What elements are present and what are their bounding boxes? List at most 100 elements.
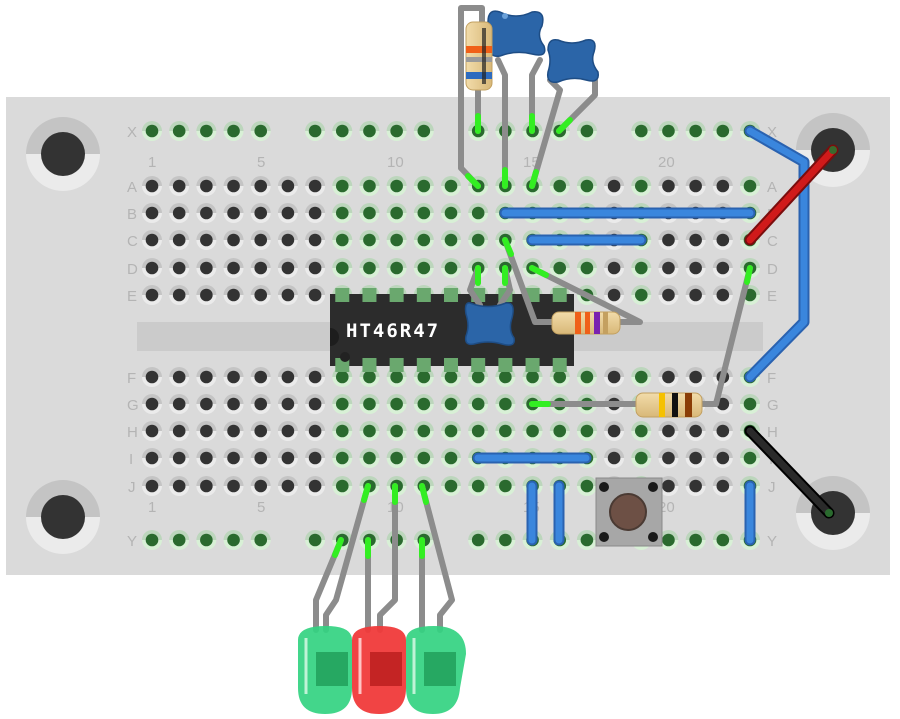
hole-i10[interactable]: [386, 448, 407, 468]
hole-d22[interactable]: [712, 258, 733, 278]
hole-a20[interactable]: [658, 176, 679, 196]
hole-a10[interactable]: [386, 176, 407, 196]
push-button[interactable]: [595, 477, 663, 547]
hole-f2[interactable]: [169, 367, 190, 387]
hole-y3[interactable]: [196, 530, 217, 550]
hole-h5[interactable]: [250, 421, 271, 441]
hole-c11[interactable]: [413, 230, 434, 250]
hole-b2[interactable]: [169, 203, 190, 223]
hole-a6[interactable]: [277, 176, 298, 196]
hole-i12[interactable]: [441, 448, 461, 468]
hole-h11[interactable]: [413, 421, 434, 441]
hole-f5[interactable]: [250, 367, 271, 387]
hole-a7[interactable]: [305, 176, 326, 196]
hole-c10[interactable]: [386, 230, 407, 250]
hole-d1[interactable]: [142, 258, 162, 278]
hole-j3[interactable]: [196, 476, 217, 496]
hole-h12[interactable]: [441, 421, 461, 441]
capacitor-top-1[interactable]: [487, 10, 546, 57]
hole-c20[interactable]: [658, 230, 679, 250]
hole-i23[interactable]: [740, 448, 760, 468]
hole-i11[interactable]: [413, 448, 434, 468]
hole-a21[interactable]: [685, 176, 706, 196]
hole-d17[interactable]: [576, 258, 597, 278]
hole-d18[interactable]: [604, 258, 625, 278]
hole-y21[interactable]: [685, 530, 706, 550]
hole-x17[interactable]: [576, 121, 597, 141]
hole-d8[interactable]: [332, 258, 353, 278]
hole-h14[interactable]: [495, 421, 516, 441]
hole-g7[interactable]: [305, 394, 326, 414]
hole-c4[interactable]: [223, 230, 244, 250]
hole-x2[interactable]: [169, 121, 190, 141]
hole-d9[interactable]: [359, 258, 380, 278]
hole-d6[interactable]: [277, 258, 298, 278]
hole-x3[interactable]: [196, 121, 217, 141]
hole-c12[interactable]: [441, 230, 461, 250]
hole-h10[interactable]: [386, 421, 407, 441]
hole-c9[interactable]: [359, 230, 380, 250]
hole-f19[interactable]: [631, 367, 652, 387]
hole-y20[interactable]: [658, 530, 679, 550]
hole-a22[interactable]: [712, 176, 733, 196]
hole-b10[interactable]: [386, 203, 407, 223]
hole-d4[interactable]: [223, 258, 244, 278]
hole-f4[interactable]: [223, 367, 244, 387]
hole-e5[interactable]: [250, 285, 271, 305]
hole-h20[interactable]: [658, 421, 679, 441]
hole-x9[interactable]: [359, 121, 380, 141]
hole-f21[interactable]: [685, 367, 706, 387]
hole-b5[interactable]: [250, 203, 271, 223]
hole-c21[interactable]: [685, 230, 706, 250]
hole-f17[interactable]: [576, 367, 597, 387]
hole-j17[interactable]: [576, 476, 597, 496]
hole-h6[interactable]: [277, 421, 298, 441]
hole-b3[interactable]: [196, 203, 217, 223]
hole-g1[interactable]: [142, 394, 162, 414]
hole-j8[interactable]: [332, 476, 353, 496]
hole-b11[interactable]: [413, 203, 434, 223]
hole-a11[interactable]: [413, 176, 434, 196]
hole-a5[interactable]: [250, 176, 271, 196]
hole-a3[interactable]: [196, 176, 217, 196]
hole-j22[interactable]: [712, 476, 733, 496]
hole-c6[interactable]: [277, 230, 298, 250]
hole-d19[interactable]: [631, 258, 652, 278]
hole-i21[interactable]: [685, 448, 706, 468]
hole-a17[interactable]: [576, 176, 597, 196]
resistor-g-row[interactable]: [635, 392, 703, 418]
resistor-chip[interactable]: [551, 311, 621, 335]
hole-y1[interactable]: [142, 530, 162, 550]
capacitor-chip[interactable]: [464, 302, 515, 346]
hole-c5[interactable]: [250, 230, 271, 250]
hole-i19[interactable]: [631, 448, 652, 468]
hole-i22[interactable]: [712, 448, 733, 468]
hole-j20[interactable]: [658, 476, 679, 496]
hole-x11[interactable]: [413, 121, 434, 141]
jumper-wires[interactable]: [472, 207, 756, 546]
hole-e1[interactable]: [142, 285, 162, 305]
hole-c2[interactable]: [169, 230, 190, 250]
hole-e2[interactable]: [169, 285, 190, 305]
hole-d20[interactable]: [658, 258, 679, 278]
hole-h19[interactable]: [631, 421, 652, 441]
hole-c8[interactable]: [332, 230, 353, 250]
button-cap[interactable]: [609, 493, 647, 531]
hole-g12[interactable]: [441, 394, 461, 414]
hole-h13[interactable]: [468, 421, 489, 441]
hole-g5[interactable]: [250, 394, 271, 414]
hole-j4[interactable]: [223, 476, 244, 496]
hole-j13[interactable]: [468, 476, 489, 496]
hole-f1[interactable]: [142, 367, 162, 387]
hole-a4[interactable]: [223, 176, 244, 196]
hole-g8[interactable]: [332, 394, 353, 414]
hole-c22[interactable]: [712, 230, 733, 250]
hole-y2[interactable]: [169, 530, 190, 550]
ic-chip[interactable]: HT46R47: [330, 288, 574, 372]
hole-c7[interactable]: [305, 230, 326, 250]
hole-x4[interactable]: [223, 121, 244, 141]
hole-j1[interactable]: [142, 476, 162, 496]
hole-x21[interactable]: [685, 121, 706, 141]
hole-f6[interactable]: [277, 367, 298, 387]
hole-g2[interactable]: [169, 394, 190, 414]
